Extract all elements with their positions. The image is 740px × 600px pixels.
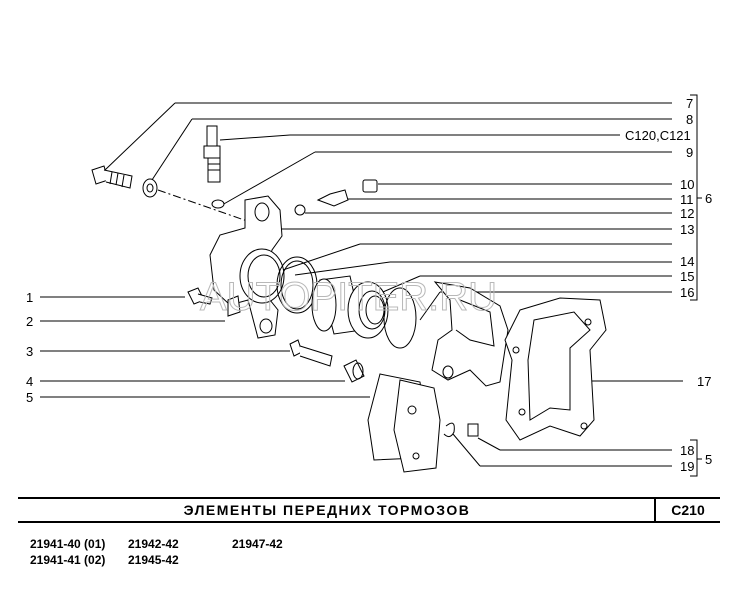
title-divider <box>654 499 656 521</box>
anchor-bracket-part <box>504 297 607 441</box>
callout-c120-c121: C120,C121 <box>625 128 691 143</box>
model-code: 21947-42 <box>232 537 283 551</box>
callout-19: 19 <box>680 459 694 474</box>
watermark: AUTOPITER.RU <box>200 275 497 319</box>
model-code: 21941-40 (01) <box>30 537 106 551</box>
caliper-bracket-part <box>431 281 509 387</box>
callout-4: 4 <box>26 374 33 389</box>
callout-15: 15 <box>680 269 694 284</box>
callout-6: 6 <box>705 191 712 206</box>
callout-16: 16 <box>680 285 694 300</box>
callout-17: 17 <box>697 374 711 389</box>
spring-clip-part <box>443 422 455 438</box>
model-code: 21942-42 <box>128 537 179 551</box>
diagram-code: C210 <box>671 502 705 518</box>
callout-7: 7 <box>686 96 693 111</box>
guide-boot-part <box>343 359 365 383</box>
callout-9: 9 <box>686 145 693 160</box>
callout-13: 13 <box>680 222 694 237</box>
caliper-body-part <box>209 195 285 339</box>
callout-11: 11 <box>680 192 694 207</box>
dust-boot-part <box>347 281 389 339</box>
callout-5-right: 5 <box>705 452 712 467</box>
washer-part <box>142 178 158 198</box>
model-code: 21945-42 <box>128 553 179 567</box>
callout-18: 18 <box>680 443 694 458</box>
bolt-part <box>91 165 133 189</box>
bleeder-parts <box>294 179 378 216</box>
diagram-title: ЭЛЕМЕНТЫ ПЕРЕДНИХ ТОРМОЗОВ <box>183 502 471 518</box>
retaining-ring-part <box>383 287 417 349</box>
callout-8: 8 <box>686 112 693 127</box>
callout-1: 1 <box>26 290 33 305</box>
callout-5: 5 <box>26 390 33 405</box>
callout-2: 2 <box>26 314 33 329</box>
guide-pin-part <box>289 339 333 367</box>
wear-sensor-part <box>203 125 225 209</box>
screw-part <box>467 423 479 437</box>
callout-10: 10 <box>680 177 694 192</box>
title-bar: ЭЛЕМЕНТЫ ПЕРЕДНИХ ТОРМОЗОВ C210 <box>18 497 720 523</box>
model-code: 21941-41 (02) <box>30 553 106 567</box>
callout-12: 12 <box>680 206 694 221</box>
callout-14: 14 <box>680 254 694 269</box>
brake-pad-part <box>367 373 441 473</box>
brake-exploded-diagram: AUTOPITER.RU 7 8 C120,C121 9 10 11 6 12 … <box>26 94 712 477</box>
callout-3: 3 <box>26 344 33 359</box>
